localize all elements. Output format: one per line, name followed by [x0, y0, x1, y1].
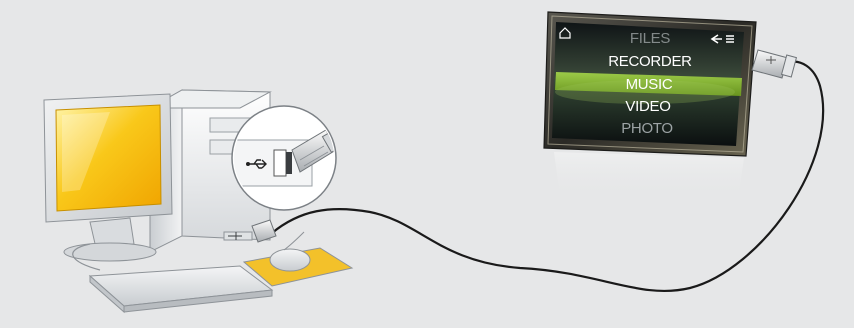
portable-media-player: FILES RECORDER MUSIC VIDEO PHOTO	[544, 12, 756, 200]
menu-item-photo[interactable]: PHOTO	[621, 120, 673, 137]
keyboard	[90, 266, 272, 312]
menu-item-files[interactable]: FILES	[630, 30, 670, 47]
menu-item-recorder[interactable]: RECORDER	[608, 53, 692, 70]
usb-plug-player	[752, 50, 796, 78]
menu-item-video[interactable]: VIDEO	[625, 98, 670, 115]
usb-port-zoom	[232, 106, 344, 210]
menu-item-music[interactable]: MUSIC	[626, 76, 673, 93]
